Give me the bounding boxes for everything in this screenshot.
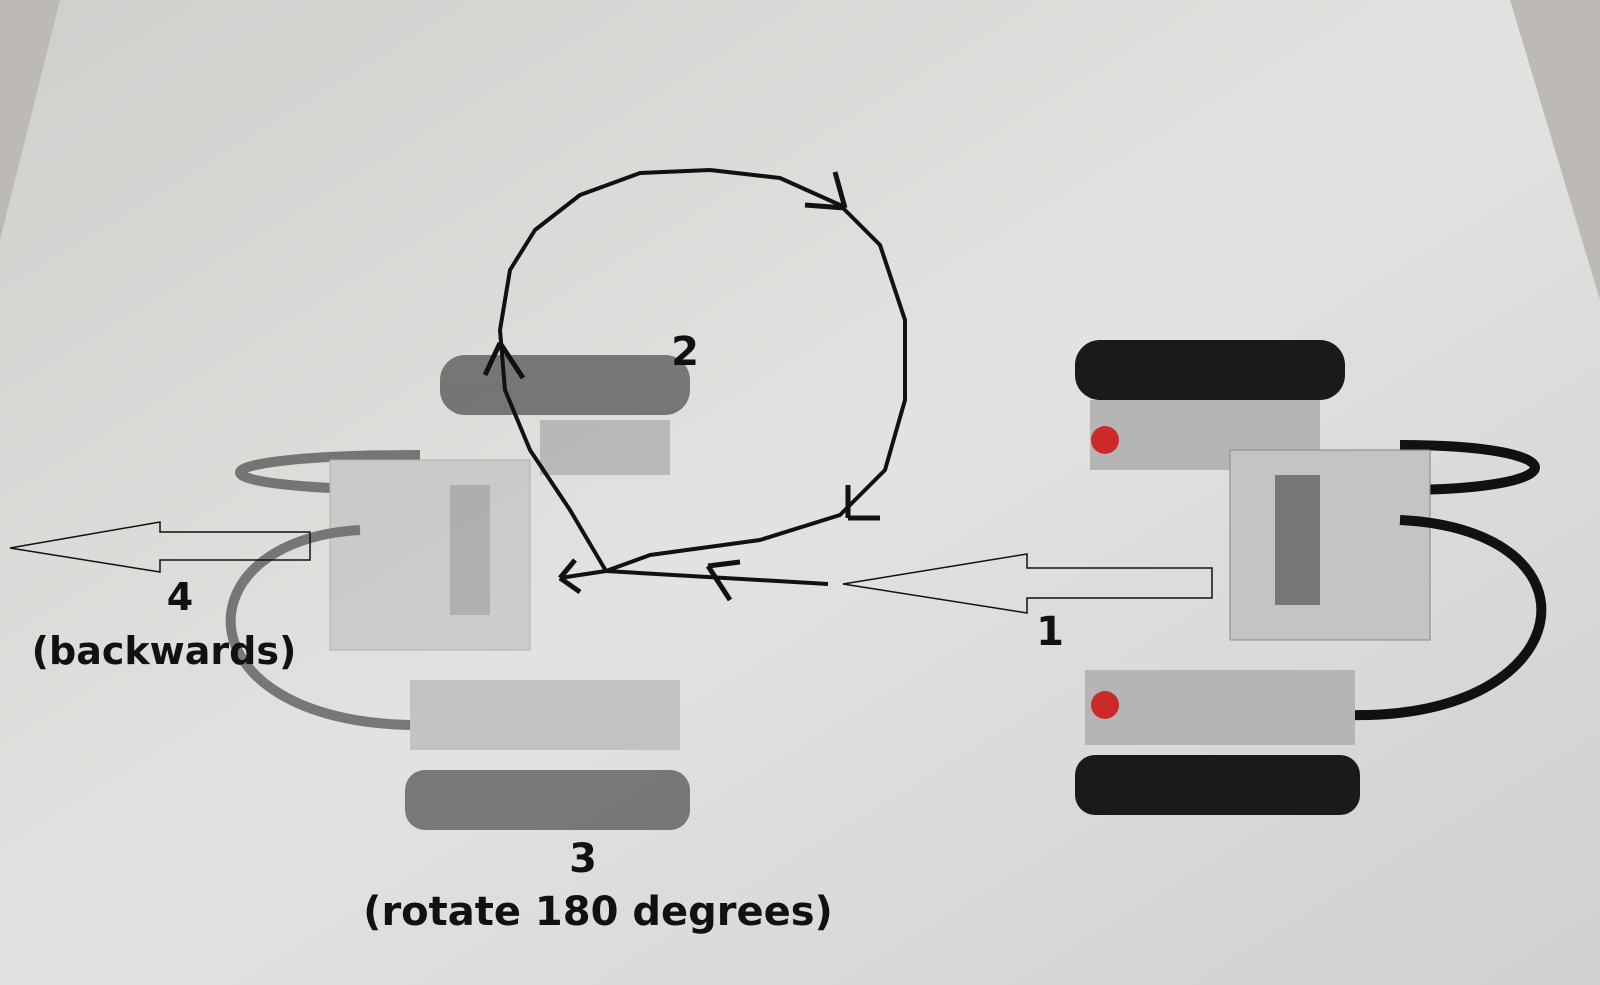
track-bottom	[1075, 755, 1360, 815]
cable	[225, 525, 411, 730]
step3-caption: (rotate 180 degrees)	[363, 889, 833, 935]
cable	[1399, 440, 1540, 495]
loop-path	[498, 168, 907, 586]
motor-bottom	[1085, 670, 1355, 745]
track-top	[1075, 340, 1345, 400]
motor-top	[540, 420, 670, 475]
step4-number: 4	[167, 575, 193, 619]
robot	[1075, 340, 1547, 815]
path-arrowhead	[558, 558, 582, 595]
motor-hub	[1091, 426, 1119, 454]
brick	[329, 459, 531, 651]
step4-caption: (backwards)	[32, 629, 297, 673]
cable	[1349, 515, 1547, 721]
path-arrowhead	[705, 559, 741, 602]
step1-number: 1	[1036, 609, 1064, 655]
arrow-step1	[842, 553, 1213, 614]
track-bottom	[405, 770, 690, 830]
brick-screen	[1275, 475, 1320, 605]
brick	[1229, 449, 1431, 641]
step3-number: 3	[569, 836, 597, 882]
arrow-step4	[9, 521, 311, 573]
path-arrowhead	[804, 171, 848, 211]
motor-hub	[1091, 691, 1119, 719]
step2-number: 2	[671, 329, 699, 375]
brick-screen	[450, 485, 490, 615]
motor-bottom	[410, 680, 680, 750]
path-arrowhead	[482, 341, 526, 380]
track-top	[440, 355, 690, 415]
path-arrowhead	[845, 485, 880, 521]
